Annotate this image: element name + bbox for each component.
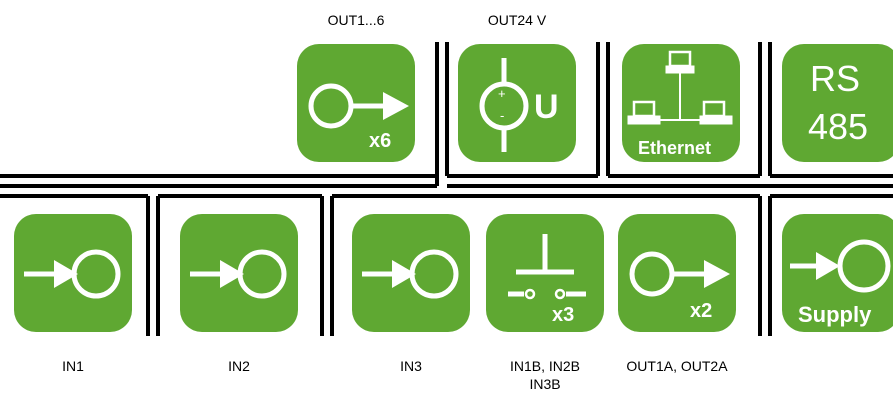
in2-label: IN2 [228, 358, 250, 374]
pushbutton-label-line2: IN3B [529, 376, 561, 392]
pushbutton-label-line1: IN1B, IN2B [509, 358, 581, 374]
rs485-tile: RS 485 [782, 44, 893, 162]
out-1-6-tile: x6 [297, 44, 415, 162]
485-text: 485 [808, 106, 869, 147]
badge-x3: x3 [552, 304, 575, 326]
polarity-minus: - [500, 108, 505, 123]
in2-tile [180, 214, 298, 332]
supply-text: Supply [798, 302, 872, 327]
supply-tile: Supply [782, 214, 893, 332]
out-1a-2a-label: OUT1A, OUT2A [626, 358, 728, 374]
voltage-letter: U [534, 88, 559, 126]
badge-x2: x2 [690, 300, 713, 322]
output-circle-arrow-icon [308, 83, 409, 129]
pushbutton-icon [508, 234, 586, 300]
in1-tile [14, 214, 132, 332]
ethernet-text: Ethernet [638, 138, 712, 158]
badge-x6: x6 [369, 130, 392, 152]
input-arrow-circle-icon [24, 249, 121, 299]
rs-text: RS [810, 58, 861, 99]
polarity-plus: + [498, 86, 506, 101]
input-arrow-circle-icon [362, 249, 459, 299]
in3-tile [352, 214, 470, 332]
ethernet-tile: Ethernet [622, 44, 740, 162]
out-1a-2a-tile: x2 [618, 214, 736, 332]
input-arrow-circle-icon [790, 239, 891, 293]
out-24v-label: OUT24 V [487, 12, 547, 28]
out-24v-tile: + - U [458, 44, 576, 162]
voltage-source-icon [479, 58, 529, 152]
output-circle-arrow-icon [629, 251, 730, 297]
out-1-6-label: OUT1...6 [327, 12, 385, 28]
in1-label: IN1 [62, 358, 84, 374]
network-computers-icon [627, 50, 733, 125]
input-arrow-circle-icon [190, 249, 287, 299]
pushbutton-tile: x3 [486, 214, 604, 332]
in3-label: IN3 [400, 358, 422, 374]
